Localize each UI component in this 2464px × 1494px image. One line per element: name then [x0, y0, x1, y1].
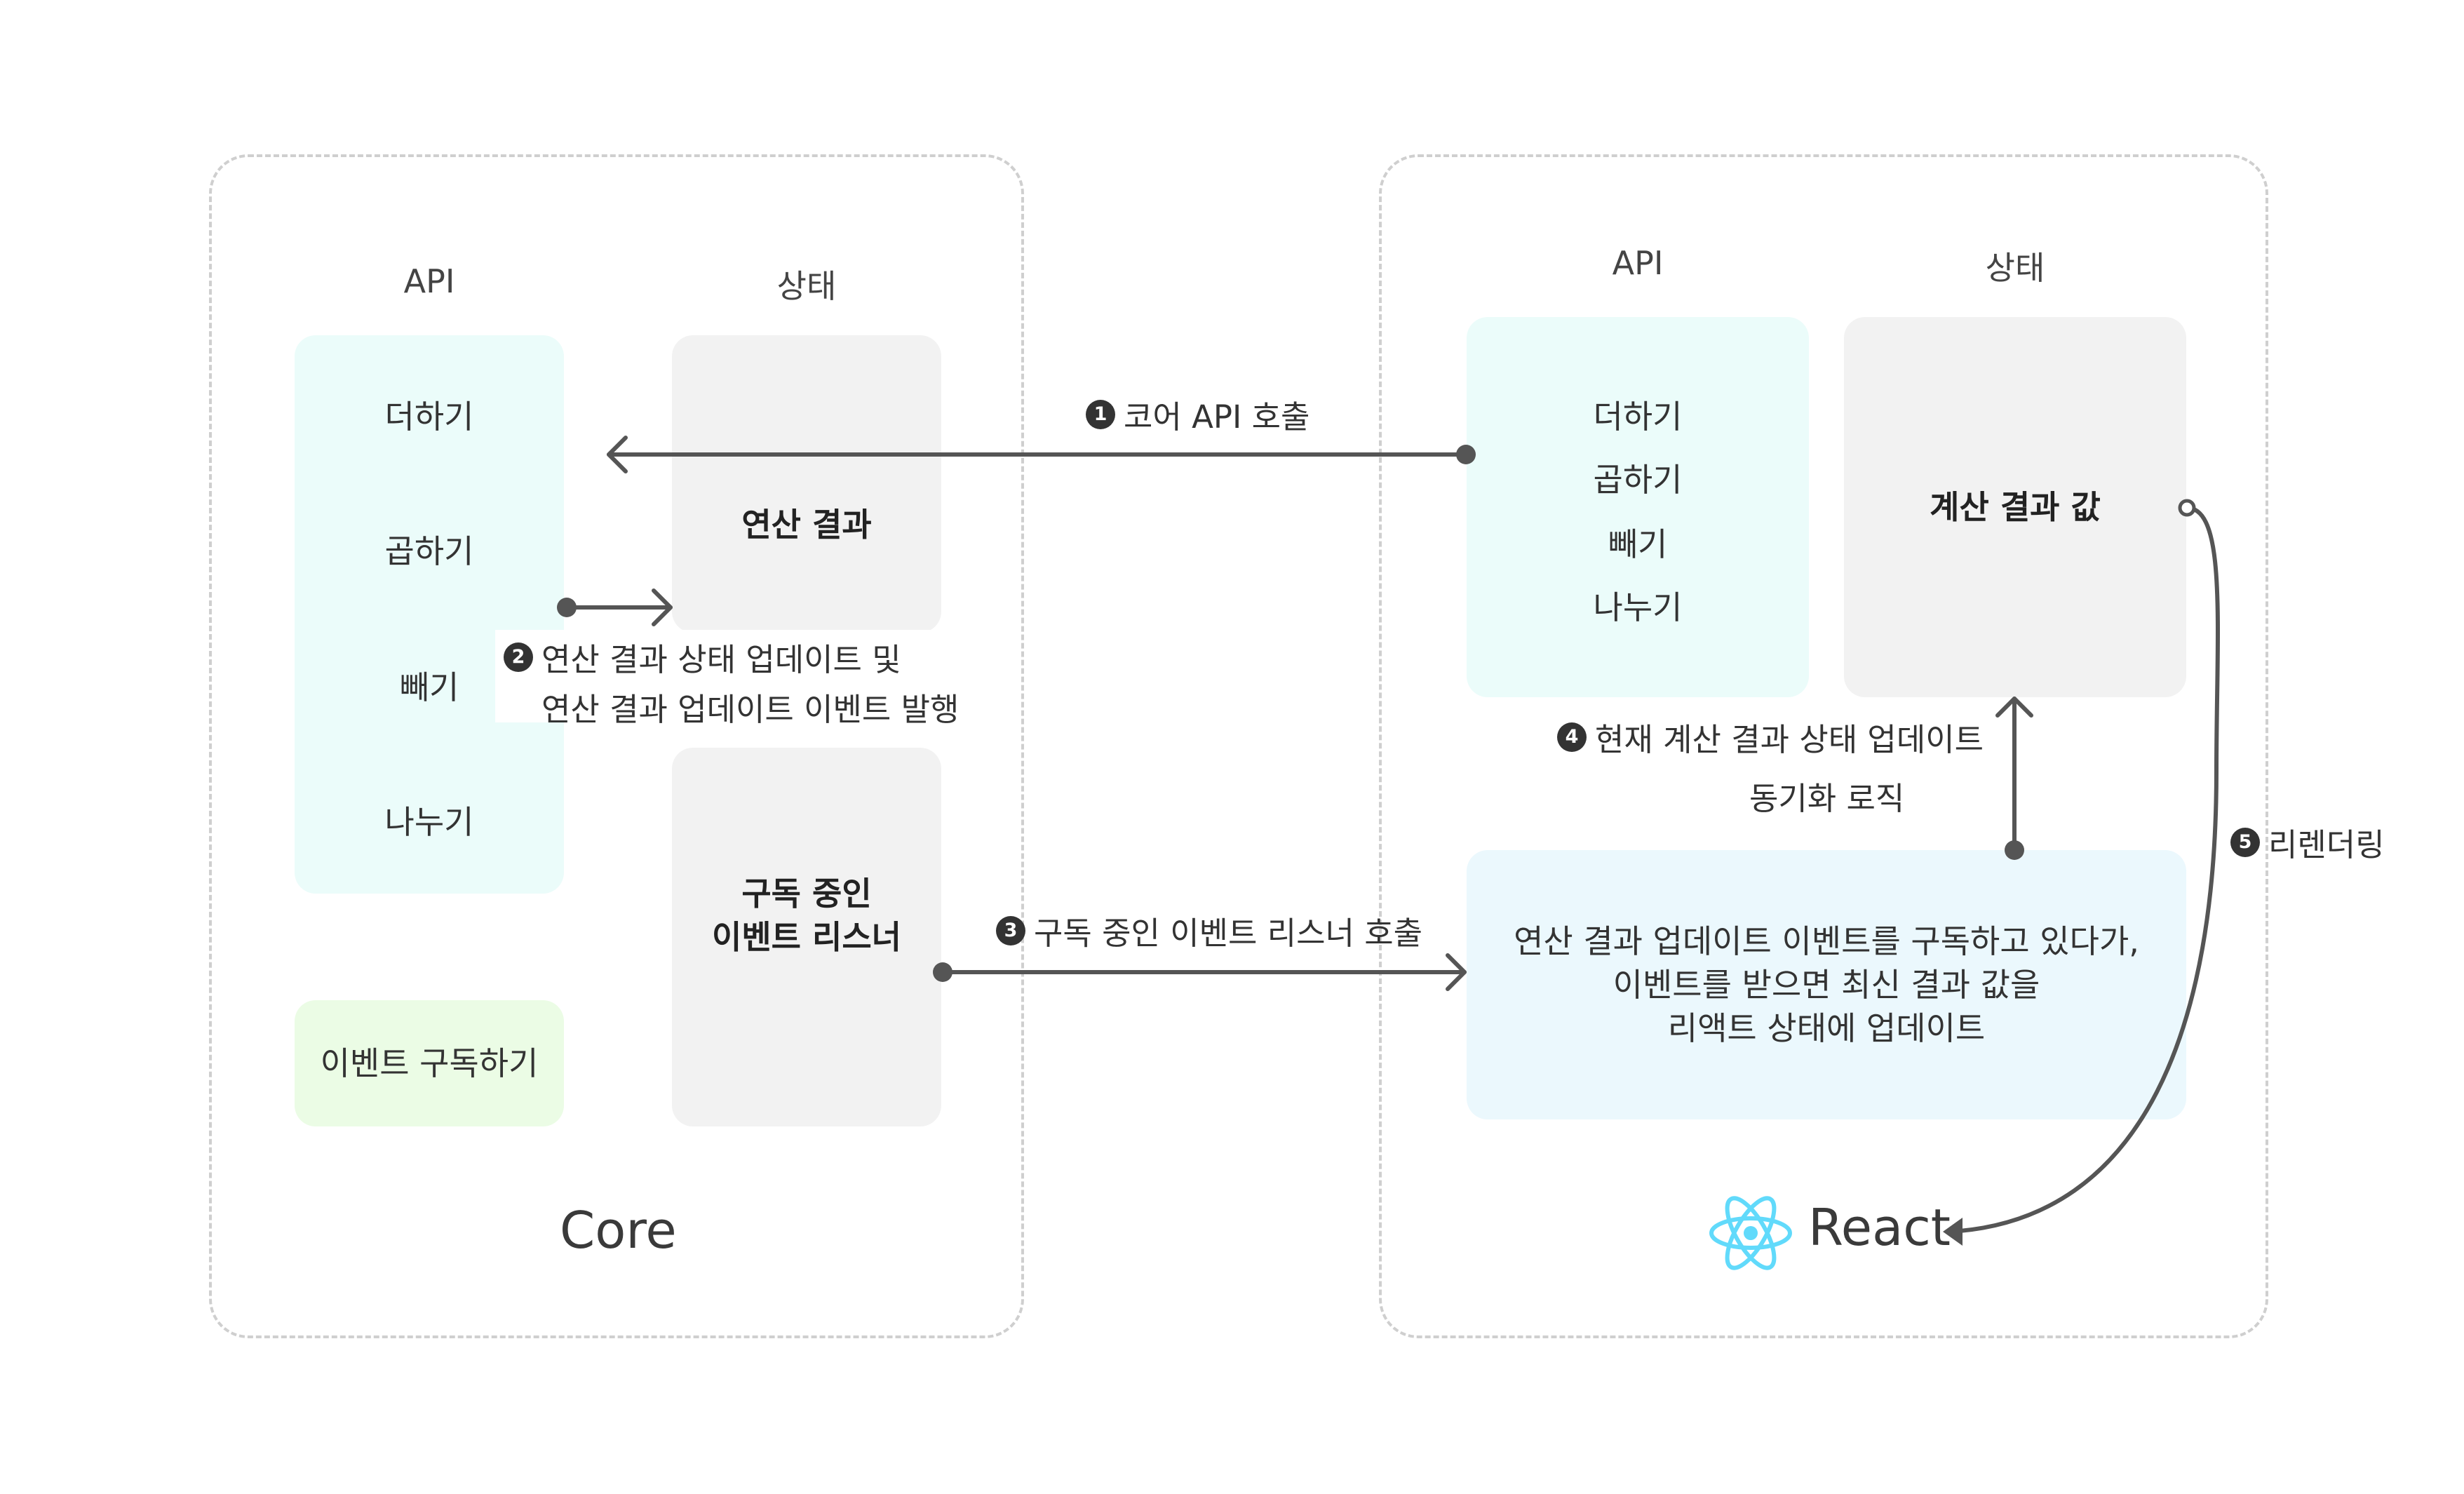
react-sync-box — [1467, 850, 2186, 1119]
step2-text-line2: 연산 결과 업데이트 이벤트 발행 — [541, 691, 960, 728]
core-state-header: 상태 — [776, 267, 837, 305]
react-api-header: API — [1612, 244, 1664, 282]
react-panel — [1379, 154, 2268, 1338]
core-state-result-label: 연산 결과 — [741, 506, 872, 544]
step3-badge: 3 — [996, 915, 1025, 945]
step5-badge: 5 — [2230, 827, 2260, 857]
core-listeners-box — [672, 748, 941, 1126]
step2-label: 2 연산 결과 상태 업데이트 및 연산 결과 업데이트 이벤트 발행 — [504, 634, 959, 729]
core-panel — [209, 154, 1024, 1338]
core-api-item-divide[interactable]: 나누기 — [384, 803, 474, 841]
react-state-value-label: 계산 결과 값 — [1930, 488, 2101, 526]
react-sync-line3: 리액트 상태에 업데이트 — [1667, 1009, 1986, 1047]
arrow-step4-head — [1995, 696, 2033, 718]
step4-text: 현재 계산 결과 상태 업데이트 — [1595, 721, 1984, 758]
dot-step4-start — [2005, 840, 2024, 860]
core-subscribe-label: 이벤트 구독하기 — [320, 1044, 539, 1082]
step3-label: 3 구독 중인 이벤트 리스너 호출 — [996, 908, 1422, 953]
step5-text: 리렌더링 — [2268, 826, 2385, 863]
step2-badge: 2 — [504, 642, 533, 672]
react-logo-icon — [1709, 1196, 1792, 1270]
step3-text: 구독 중인 이벤트 리스너 호출 — [1034, 915, 1423, 952]
dot-step2-start — [557, 598, 577, 617]
core-api-item-multiply[interactable]: 곱하기 — [384, 532, 474, 570]
core-state-result-box — [672, 335, 941, 633]
react-api-item-multiply[interactable]: 곱하기 — [1593, 461, 1683, 499]
core-api-item-add[interactable]: 더하기 — [384, 398, 474, 436]
core-title: Core — [560, 1201, 677, 1260]
arrow-step2-head — [652, 588, 673, 626]
core-api-item-subtract[interactable]: 빼기 — [399, 668, 459, 706]
react-api-box — [1467, 317, 1809, 697]
react-state-box — [1844, 317, 2186, 697]
step4-label: 4 현재 계산 결과 상태 업데이트 — [1557, 714, 1984, 760]
step5-label: 5 리렌더링 — [2230, 819, 2385, 865]
step2-text-line1: 연산 결과 상태 업데이트 및 — [541, 641, 901, 678]
react-state-header: 상태 — [1985, 249, 2045, 287]
step1-label: 1 코어 API 호출 — [1086, 391, 1310, 437]
react-sync-line2: 이벤트를 받으면 최신 결과 값을 — [1613, 966, 2040, 1004]
core-subscribe-box[interactable] — [295, 1000, 564, 1126]
dot-step5-start — [2178, 499, 2196, 517]
dot-step1-start — [1456, 445, 1476, 464]
arrow-step5-head — [1943, 1218, 1963, 1246]
step4-badge: 4 — [1557, 722, 1587, 752]
arrow-step1-head — [607, 436, 628, 473]
arrow-step3-head — [1446, 953, 1467, 991]
step1-badge: 1 — [1086, 399, 1115, 429]
react-sync-line1: 연산 결과 업데이트 이벤트를 구독하고 있다가, — [1514, 922, 2139, 960]
step2-label-background — [495, 630, 958, 722]
core-listeners-label: 구독 중인 이벤트 리스너 — [672, 870, 941, 961]
react-api-item-add[interactable]: 더하기 — [1593, 398, 1683, 436]
react-api-item-divide[interactable]: 나누기 — [1593, 588, 1683, 626]
core-listeners-line2: 이벤트 리스너 — [712, 918, 901, 956]
react-api-item-subtract[interactable]: 빼기 — [1608, 525, 1668, 563]
step1-text: 코어 API 호출 — [1124, 398, 1310, 436]
arrow-step5-curve — [1948, 506, 2220, 1234]
react-title: React — [1808, 1198, 1951, 1257]
dot-step3-start — [933, 962, 952, 982]
react-sync-text: 연산 결과 업데이트 이벤트를 구독하고 있다가, 이벤트를 받으면 최신 결과… — [1467, 850, 2186, 1119]
sync-logic-label: 동기화 로직 — [1749, 780, 1905, 817]
core-api-box — [295, 335, 564, 894]
core-listeners-line1: 구독 중인 — [741, 875, 872, 913]
core-api-header: API — [403, 262, 455, 300]
